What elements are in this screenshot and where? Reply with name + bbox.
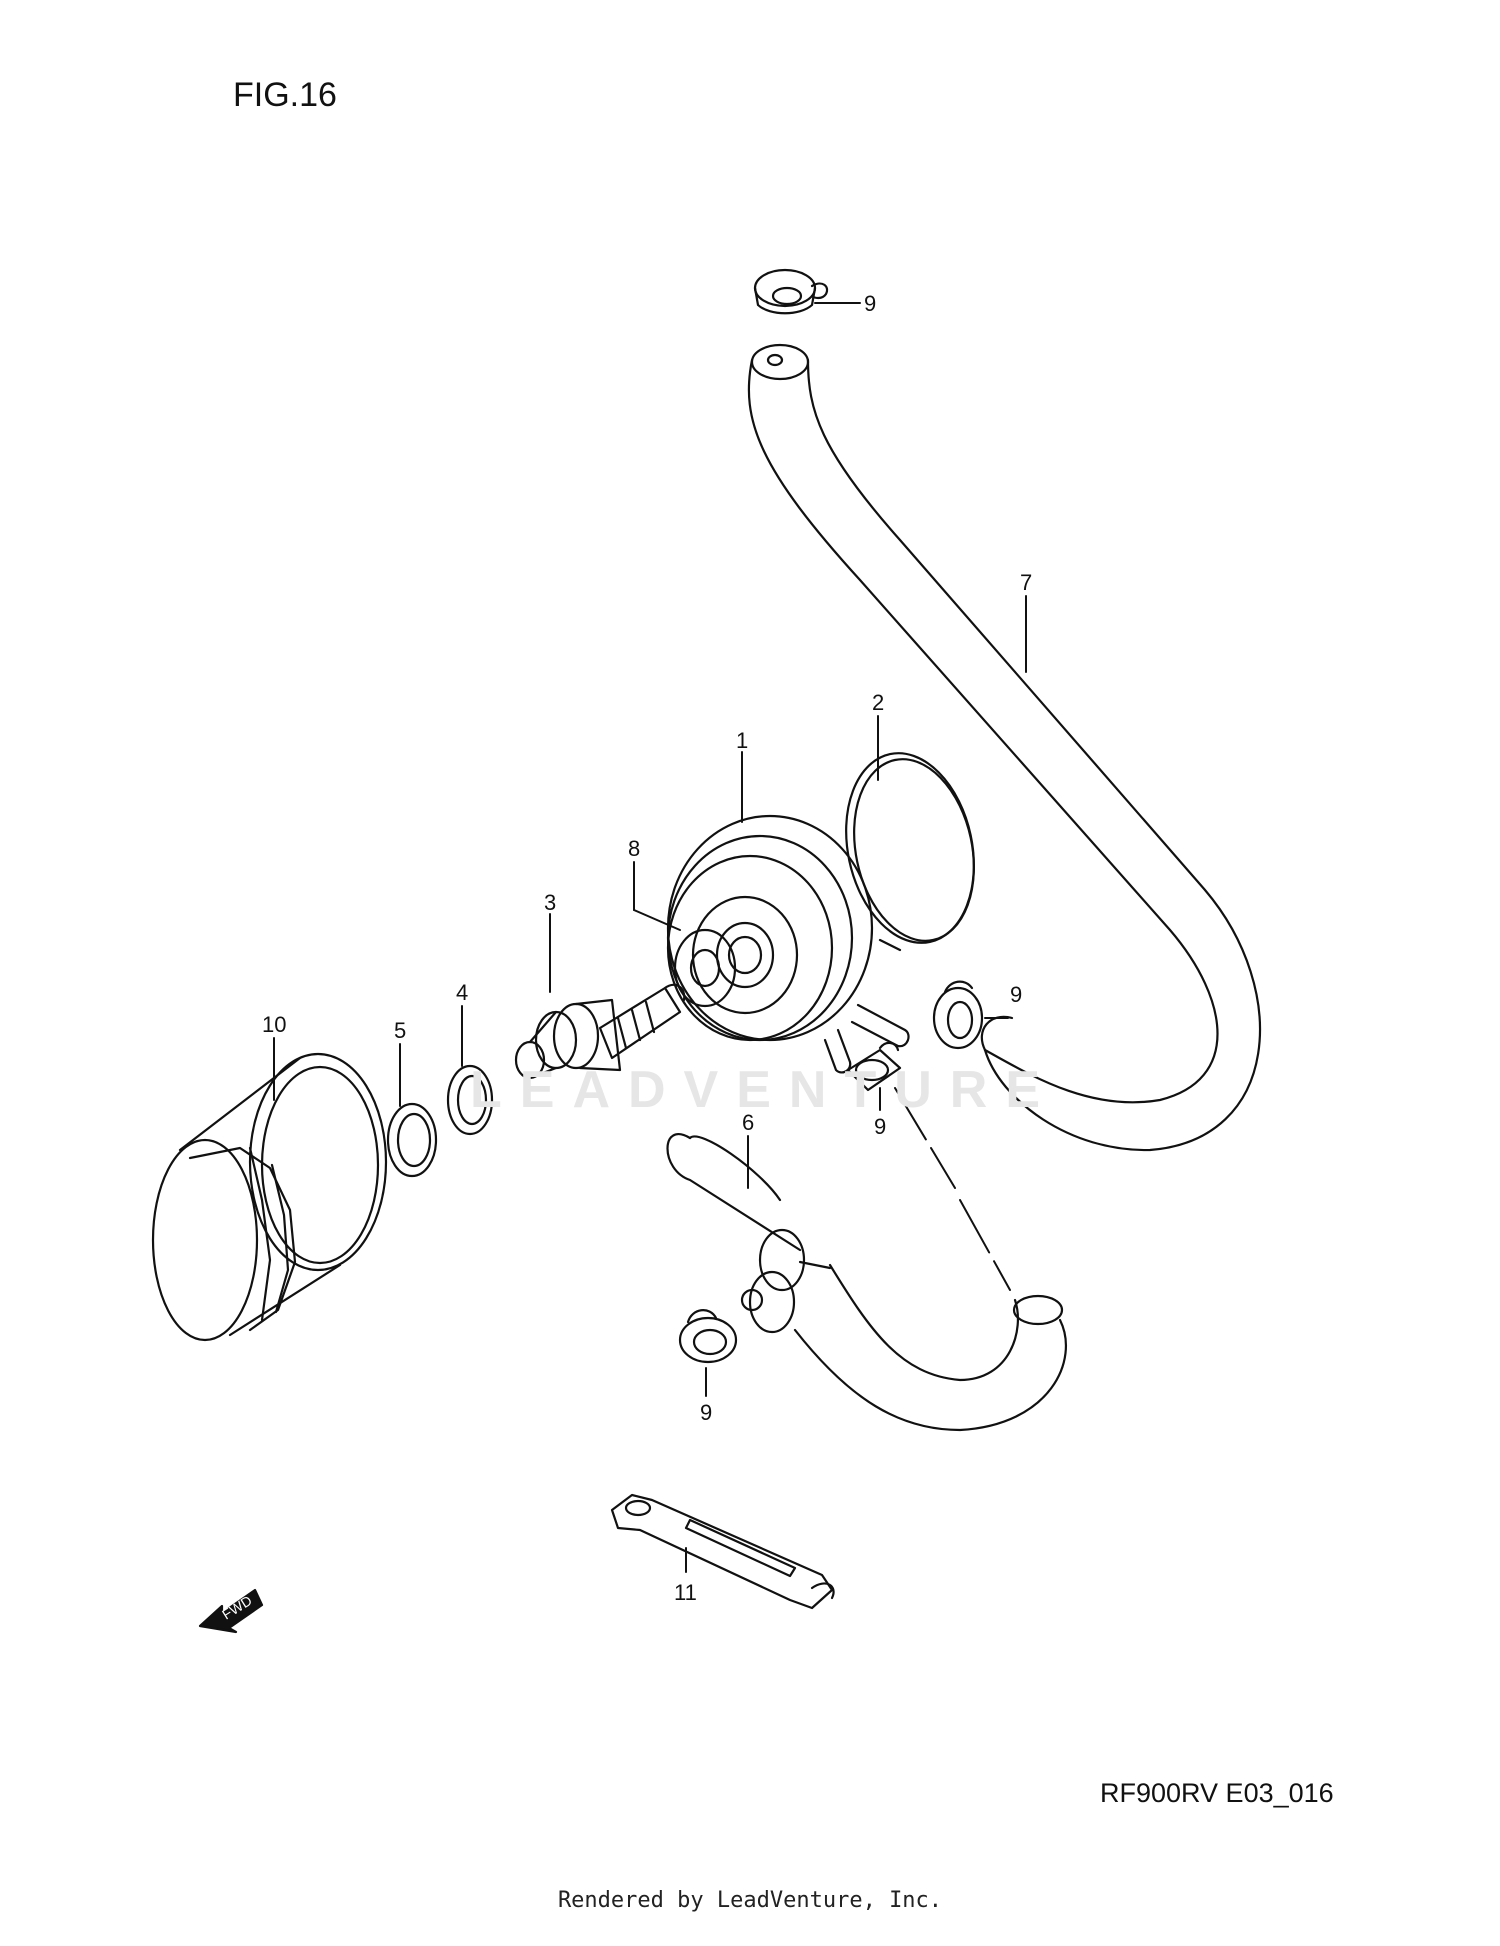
union-bolt-part-3[interactable] [514,983,686,1080]
callout-8: 8 [628,836,640,861]
callout-9-bottom: 9 [700,1400,712,1425]
leader-lines [273,302,1027,1573]
callout-1: 1 [736,728,748,753]
hose-clamp-part-9-top[interactable] [753,268,829,315]
callout-9-top: 9 [864,291,876,316]
oil-filter-part-10[interactable] [151,1052,388,1342]
oil-cooler-part-1[interactable] [666,814,910,1074]
hose-part-7[interactable] [747,343,1262,1152]
diagram-code: RF900RV E03_016 [1100,1778,1334,1808]
fwd-arrow-icon: FWD [198,1588,264,1634]
gasket-part-4[interactable] [446,1064,494,1136]
callout-6: 6 [742,1110,754,1135]
callout-3: 3 [544,890,556,915]
figure-title: FIG.16 [233,76,337,114]
o-ring-part-2[interactable] [829,741,990,955]
o-ring-part-5[interactable] [386,1102,438,1178]
callout-11: 11 [674,1580,697,1605]
callout-labels: 1 2 3 4 5 6 7 8 9 9 9 9 10 11 [262,291,1032,1605]
washer-part-8[interactable] [673,928,737,1008]
bracket-part-11[interactable] [610,1493,835,1610]
callout-10: 10 [262,1012,286,1037]
footer-credit: Rendered by LeadVenture, Inc. [557,1888,943,1913]
callout-9-middle: 9 [874,1114,886,1139]
callout-9-right: 9 [1010,982,1022,1007]
callout-5: 5 [394,1018,406,1043]
hose-part-6[interactable] [666,1133,1068,1432]
callout-4: 4 [456,980,468,1005]
watermark: LEADVENTURE [470,1061,1059,1119]
callout-2: 2 [872,690,884,715]
hose-clamp-part-9-right[interactable] [932,980,984,1050]
callout-7: 7 [1020,570,1032,595]
hose-clamp-part-9-bottom[interactable] [678,1309,738,1364]
